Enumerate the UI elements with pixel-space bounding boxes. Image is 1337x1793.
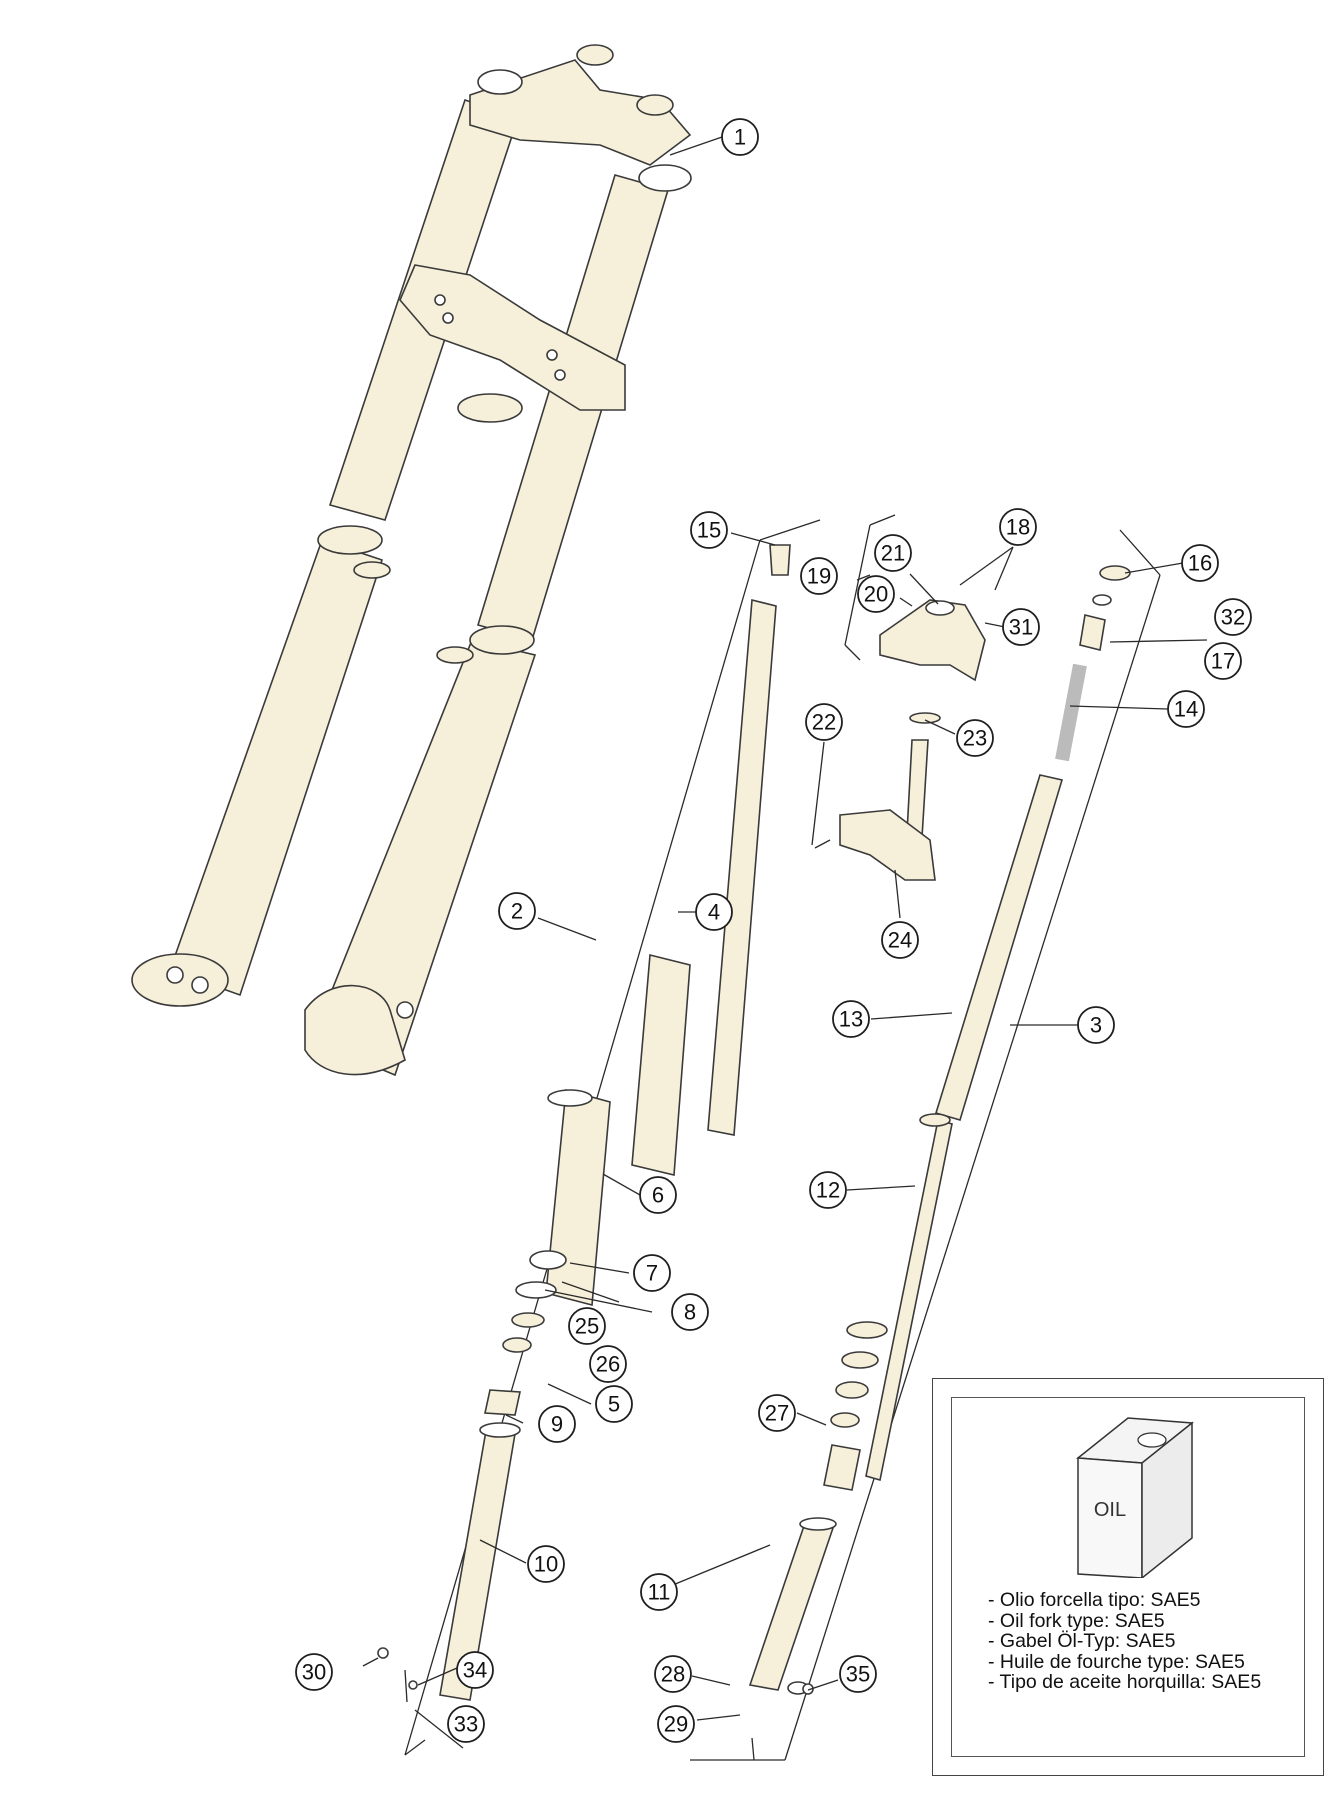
callout-24-label: 24 xyxy=(888,928,912,953)
oil-note-italian: - Olio forcella tipo: SAE5 xyxy=(988,1589,1201,1611)
callout-35: 35 xyxy=(839,1655,877,1693)
callout-27: 27 xyxy=(758,1394,796,1432)
callout-26-label: 26 xyxy=(596,1352,620,1377)
callout-33: 33 xyxy=(447,1705,485,1743)
callout-30-label: 30 xyxy=(302,1660,326,1685)
clamp-parts xyxy=(814,514,986,881)
callout-31: 31 xyxy=(1002,608,1040,646)
callout-24: 24 xyxy=(881,921,919,959)
callout-23: 23 xyxy=(956,719,994,757)
callout-18-label: 18 xyxy=(1006,515,1030,540)
callout-16: 16 xyxy=(1181,544,1219,582)
oil-note-spanish: - Tipo de aceite horquilla: SAE5 xyxy=(988,1671,1262,1693)
callout-12: 12 xyxy=(809,1171,847,1209)
callout-4-label: 4 xyxy=(708,900,720,925)
callout-25-label: 25 xyxy=(575,1314,599,1339)
callout-14: 14 xyxy=(1167,690,1205,728)
callout-6: 6 xyxy=(639,1176,677,1214)
callout-33-label: 33 xyxy=(454,1712,478,1737)
callout-9-label: 9 xyxy=(551,1412,563,1437)
callout-19: 19 xyxy=(800,557,838,595)
oil-note-box: OIL - Olio forcella tipo: SAE5 - Oil for… xyxy=(932,1378,1324,1776)
callout-29: 29 xyxy=(657,1705,695,1743)
callout-34-label: 34 xyxy=(463,1658,487,1683)
callout-28-label: 28 xyxy=(661,1662,685,1687)
callout-5-label: 5 xyxy=(608,1392,620,1417)
callout-20-label: 20 xyxy=(864,582,888,607)
callout-16-label: 16 xyxy=(1188,551,1212,576)
oil-can-label: OIL xyxy=(1094,1499,1126,1521)
callout-29-label: 29 xyxy=(664,1712,688,1737)
callout-18: 18 xyxy=(999,508,1037,546)
callout-12-label: 12 xyxy=(816,1178,840,1203)
callout-19-label: 19 xyxy=(807,564,831,589)
callout-10: 10 xyxy=(527,1545,565,1583)
callout-27-label: 27 xyxy=(765,1401,789,1426)
callout-20: 20 xyxy=(857,575,895,613)
callout-15-label: 15 xyxy=(697,518,721,543)
callout-26: 26 xyxy=(589,1345,627,1383)
callout-3: 3 xyxy=(1077,1006,1115,1044)
callout-10-label: 10 xyxy=(534,1552,558,1577)
callout-32-label: 32 xyxy=(1221,605,1245,630)
callout-21-label: 21 xyxy=(881,541,905,566)
left-leg-parts xyxy=(377,519,821,1756)
callout-8: 8 xyxy=(671,1293,709,1331)
callout-11: 11 xyxy=(640,1573,678,1611)
callout-30: 30 xyxy=(295,1653,333,1691)
callout-32: 32 xyxy=(1214,598,1252,636)
callout-6-label: 6 xyxy=(652,1183,664,1208)
callout-4: 4 xyxy=(695,893,733,931)
callout-17: 17 xyxy=(1204,642,1242,680)
callout-15: 15 xyxy=(690,511,728,549)
callout-7: 7 xyxy=(633,1254,671,1292)
callout-2-label: 2 xyxy=(511,899,523,924)
oil-can-icon: OIL xyxy=(1076,1417,1194,1578)
callout-14-label: 14 xyxy=(1174,697,1198,722)
callout-22-label: 22 xyxy=(812,710,836,735)
callout-22: 22 xyxy=(805,703,843,741)
callout-17-label: 17 xyxy=(1211,649,1235,674)
callout-25: 25 xyxy=(568,1307,606,1345)
callout-9: 9 xyxy=(538,1405,576,1443)
oil-note-german: - Gabel Öl-Typ: SAE5 xyxy=(988,1630,1176,1652)
callout-5: 5 xyxy=(595,1385,633,1423)
callout-28: 28 xyxy=(654,1655,692,1693)
callout-2: 2 xyxy=(498,892,536,930)
oil-type-notes: - Olio forcella tipo: SAE5 - Oil fork ty… xyxy=(988,1590,1261,1693)
callout-21: 21 xyxy=(874,534,912,572)
callout-31-label: 31 xyxy=(1009,615,1033,640)
right-leg-parts xyxy=(690,529,1161,1761)
callout-13: 13 xyxy=(832,1000,870,1038)
assembled-fork xyxy=(131,44,692,1077)
callout-7-label: 7 xyxy=(646,1261,658,1286)
callout-13-label: 13 xyxy=(839,1007,863,1032)
callout-35-label: 35 xyxy=(846,1662,870,1687)
oil-note-english: - Oil fork type: SAE5 xyxy=(988,1609,1165,1632)
oil-note-french: - Huile de fourche type: SAE5 xyxy=(988,1650,1245,1673)
callout-1: 1 xyxy=(721,118,759,156)
callout-11-label: 11 xyxy=(648,1580,671,1605)
leader-lines xyxy=(362,136,1214,1749)
callout-1-label: 1 xyxy=(734,125,746,150)
callout-3-label: 3 xyxy=(1090,1013,1102,1038)
oil-note-inner-frame: OIL - Olio forcella tipo: SAE5 - Oil for… xyxy=(951,1397,1305,1757)
callout-8-label: 8 xyxy=(684,1300,696,1325)
callout-34: 34 xyxy=(456,1651,494,1689)
callout-23-label: 23 xyxy=(963,726,987,751)
